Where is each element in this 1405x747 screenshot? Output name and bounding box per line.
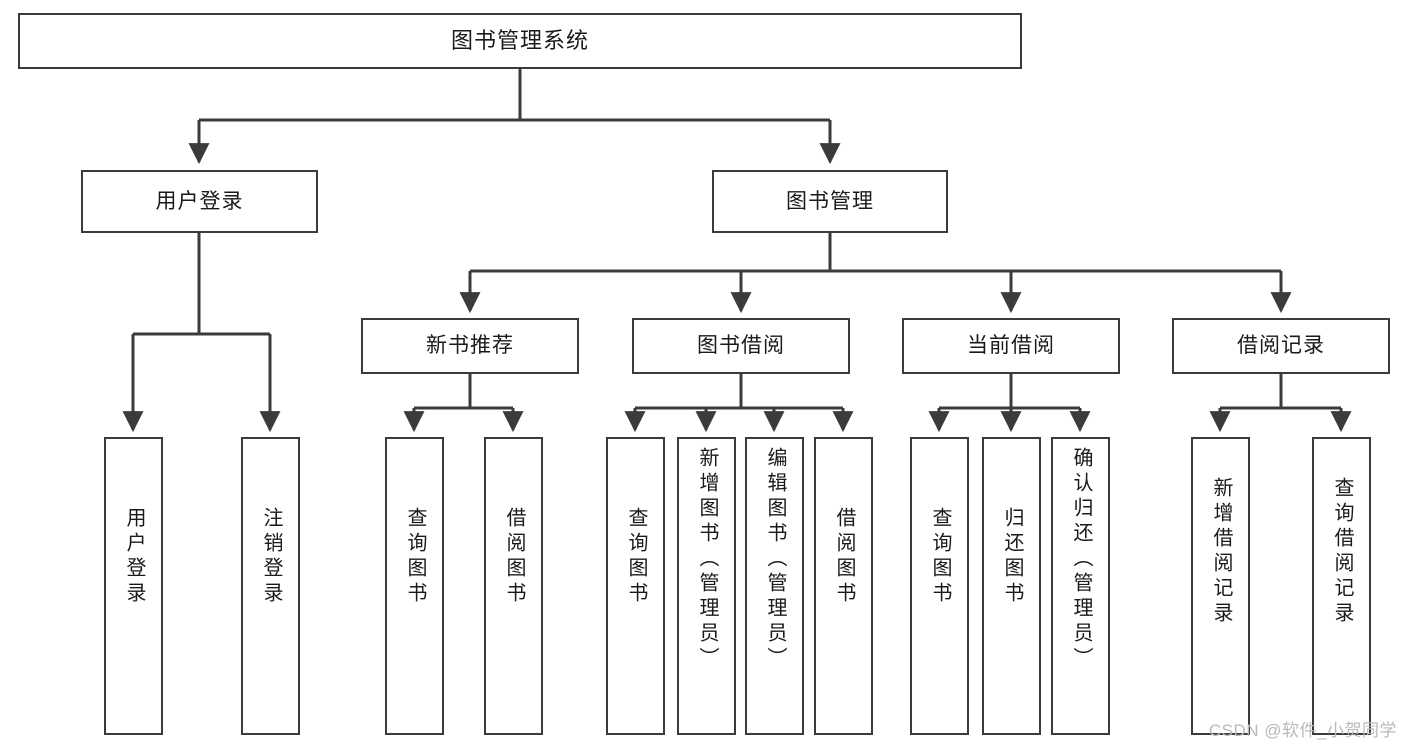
node-root[interactable]: 图书管理系统 — [18, 13, 1022, 69]
node-book-borrow[interactable]: 图书借阅 — [632, 318, 850, 374]
node-leaf-edit-book-admin[interactable]: 编辑图书（管理员） — [745, 437, 804, 735]
node-leaf-query-book-2-label: 查询图书 — [625, 507, 647, 607]
node-leaf-user-login[interactable]: 用户登录 — [104, 437, 163, 735]
node-leaf-return-book[interactable]: 归还图书 — [982, 437, 1041, 735]
node-leaf-return-book-label: 归还图书 — [1001, 507, 1023, 607]
node-leaf-query-book-2[interactable]: 查询图书 — [606, 437, 665, 735]
node-new-book-recommend-label: 新书推荐 — [426, 334, 514, 358]
node-book-manage[interactable]: 图书管理 — [712, 170, 948, 233]
node-borrow-record-label: 借阅记录 — [1237, 334, 1325, 358]
node-leaf-query-borrow-record[interactable]: 查询借阅记录 — [1312, 437, 1371, 735]
node-leaf-logout-login-label: 注销登录 — [260, 507, 282, 607]
node-book-manage-label: 图书管理 — [786, 189, 874, 213]
node-leaf-user-login-label: 用户登录 — [123, 507, 145, 607]
node-current-borrow[interactable]: 当前借阅 — [902, 318, 1120, 374]
node-leaf-borrow-book-1-label: 借阅图书 — [503, 507, 525, 607]
node-leaf-logout-login[interactable]: 注销登录 — [241, 437, 300, 735]
node-borrow-record[interactable]: 借阅记录 — [1172, 318, 1390, 374]
node-leaf-query-book-1[interactable]: 查询图书 — [385, 437, 444, 735]
node-current-borrow-label: 当前借阅 — [967, 334, 1055, 358]
node-leaf-borrow-book-1[interactable]: 借阅图书 — [484, 437, 543, 735]
node-user-login-label: 用户登录 — [155, 189, 244, 213]
node-new-book-recommend[interactable]: 新书推荐 — [361, 318, 579, 374]
csdn-watermark: CSDN @软件_小贺同学 — [1208, 721, 1397, 740]
node-user-login[interactable]: 用户登录 — [81, 170, 318, 233]
node-leaf-query-book-3[interactable]: 查询图书 — [910, 437, 969, 735]
node-book-borrow-label: 图书借阅 — [697, 334, 785, 358]
node-leaf-borrow-book-2[interactable]: 借阅图书 — [814, 437, 873, 735]
node-leaf-add-book-admin-label: 新增图书（管理员） — [696, 447, 718, 672]
node-leaf-borrow-book-2-label: 借阅图书 — [833, 507, 855, 607]
node-root-label: 图书管理系统 — [450, 27, 589, 53]
node-leaf-query-book-1-label: 查询图书 — [404, 507, 426, 607]
node-leaf-add-borrow-record[interactable]: 新增借阅记录 — [1191, 437, 1250, 735]
node-leaf-add-borrow-record-label: 新增借阅记录 — [1210, 477, 1232, 627]
node-leaf-query-borrow-record-label: 查询借阅记录 — [1331, 477, 1353, 627]
node-leaf-confirm-return-admin[interactable]: 确认归还（管理员） — [1051, 437, 1110, 735]
node-leaf-confirm-return-admin-label: 确认归还（管理员） — [1070, 447, 1092, 672]
node-leaf-edit-book-admin-label: 编辑图书（管理员） — [764, 447, 786, 672]
node-leaf-add-book-admin[interactable]: 新增图书（管理员） — [677, 437, 736, 735]
node-leaf-query-book-3-label: 查询图书 — [929, 507, 951, 607]
